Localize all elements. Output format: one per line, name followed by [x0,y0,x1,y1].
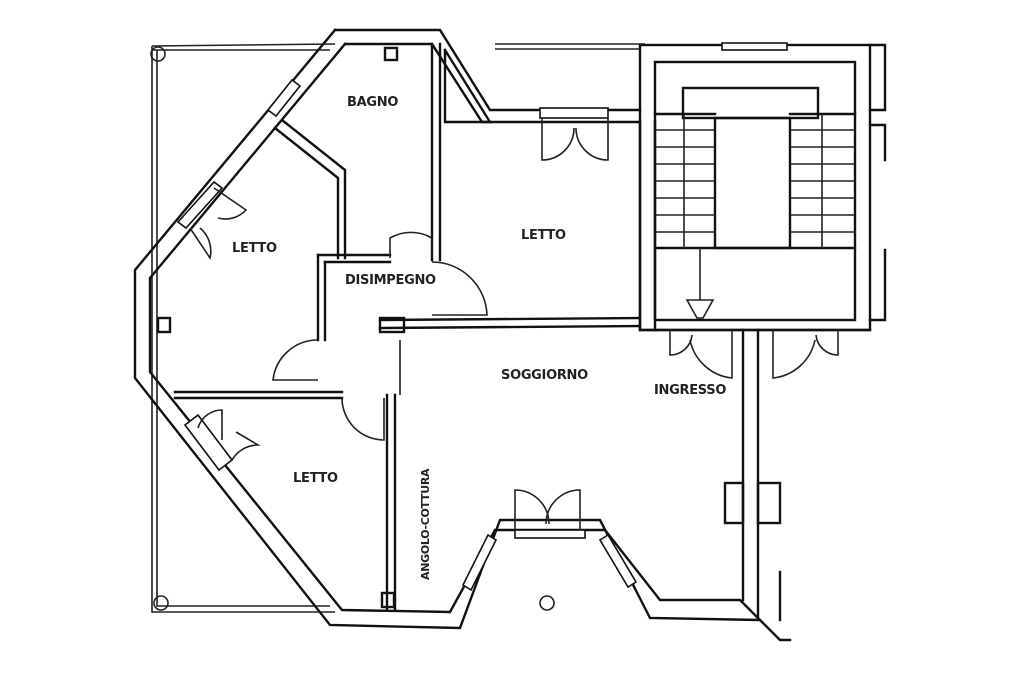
doors [189,118,839,530]
room-label-bagno: BAGNO [347,95,398,110]
room-label-soggiorno: SOGGIORNO [501,368,588,383]
door-swing [815,330,839,356]
column-icon [539,595,555,611]
fixture [156,316,172,334]
door-swing [545,489,581,530]
window [539,107,609,119]
door-swing [272,339,319,381]
column-icon [153,595,169,611]
stair-steps-left [655,114,715,248]
room-label-disimpegno: DISIMPEGNO [345,273,436,288]
column-icon [150,46,166,62]
window [598,533,638,589]
door-swing [689,330,733,379]
door-swing [341,397,385,441]
windows [176,78,638,592]
door-swing [541,118,575,161]
fixture [378,316,406,334]
door-swing [197,409,223,440]
stair-arrow-icon [685,299,715,319]
door-swing [389,231,433,258]
room-label-ingresso: INGRESSO [654,383,726,398]
door-swing [213,187,248,220]
door-swing [431,261,488,316]
stair-steps-right [790,114,855,248]
window [266,78,302,118]
window [461,533,498,592]
window [721,42,788,51]
stairwell [638,42,887,332]
door-swing [231,431,261,461]
door-swing [575,118,609,161]
room-label-letto-top: LETTO [521,228,566,243]
fixture [383,46,399,62]
window [176,180,224,230]
room-label-letto-left: LETTO [232,241,277,256]
terrace-boundary [150,43,645,613]
window [514,529,586,539]
fixture [380,591,396,609]
room-label-letto-bottom: LETTO [293,471,338,486]
door-swing [669,330,693,356]
door-swing [514,489,550,530]
door-swing [189,227,212,260]
room-label-angolo-cottura: ANGOLO-COTTURA [419,468,432,580]
interior-walls [156,46,872,622]
window [183,413,234,472]
door-swing [772,330,816,379]
